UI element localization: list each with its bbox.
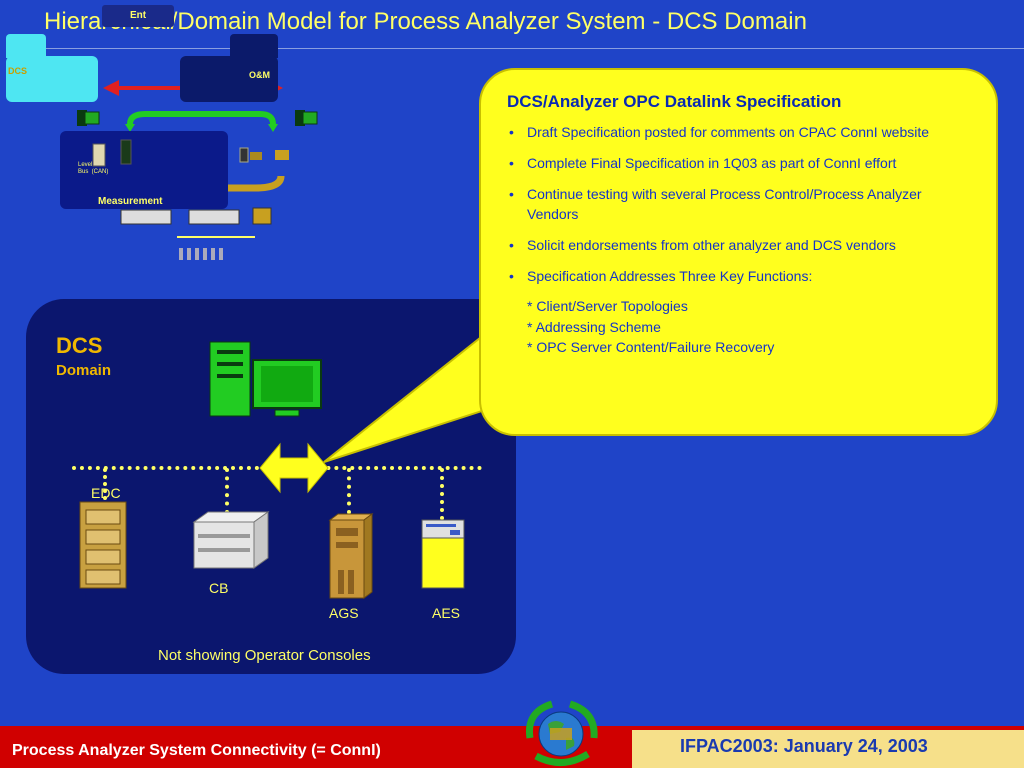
aes-drop xyxy=(440,468,444,520)
title-divider xyxy=(44,48,1024,49)
cb-server-icon xyxy=(192,511,270,569)
dcs-mini-box xyxy=(6,56,98,102)
callout-heading: DCS/Analyzer OPC Datalink Specification xyxy=(507,92,842,111)
green-link xyxy=(127,111,276,125)
cb-label: CB xyxy=(209,580,229,596)
domain-title: DCS xyxy=(56,333,103,358)
mini-equipment-icons xyxy=(77,110,318,260)
callout-bullet: Specification Addresses Three Key Functi… xyxy=(507,266,956,286)
callout-bullet: Continue testing with several Process Co… xyxy=(507,184,956,224)
footer-right-box xyxy=(632,730,1024,768)
edc-drop xyxy=(103,468,107,500)
computer-icon xyxy=(295,110,318,126)
aes-enclosure-icon xyxy=(421,519,465,589)
server-icon xyxy=(92,139,132,167)
workstation-icon xyxy=(209,341,322,417)
callout-bullet: Solicit endorsements from other analyzer… xyxy=(507,235,956,255)
callout-bullets: Draft Specification posted for comments … xyxy=(507,122,996,286)
ags-drop xyxy=(347,468,351,514)
globe-recycle-logo-icon xyxy=(525,700,598,766)
edc-cabinet-icon xyxy=(79,501,127,589)
ent-arrow-left xyxy=(103,80,119,96)
callout-sub-item: * OPC Server Content/Failure Recovery xyxy=(527,339,775,355)
aes-label: AES xyxy=(432,605,461,621)
domain-subtitle: Domain xyxy=(56,362,112,379)
footer-right-text: IFPAC2003: January 24, 2003 xyxy=(680,736,928,756)
om-mini-tab xyxy=(230,34,278,58)
specification-callout: DCS/Analyzer OPC Datalink Specification … xyxy=(479,68,998,436)
callout-bullet: Complete Final Specification in 1Q03 as … xyxy=(507,153,956,173)
rack-icon xyxy=(120,207,272,225)
operator-consoles-note: Not showing Operator Consoles xyxy=(158,647,371,664)
measurement-box xyxy=(60,131,228,209)
om-mini-box xyxy=(180,56,278,102)
measurement-label: Measurement xyxy=(98,196,163,207)
ags-tower-icon xyxy=(328,513,374,599)
printer-icon xyxy=(239,147,289,163)
datalink-double-arrow-icon xyxy=(259,442,329,494)
bus-icon xyxy=(177,236,255,260)
callout-sub-item: * Client/Server Topologies xyxy=(527,298,688,314)
ags-label: AGS xyxy=(329,605,359,621)
callout-bullet: Draft Specification posted for comments … xyxy=(507,122,956,142)
computer-icon xyxy=(77,110,100,126)
footer-left-text: Process Analyzer System Connectivity (= … xyxy=(12,742,381,759)
edc-label: EDC xyxy=(91,485,121,501)
om-mini-label: O&M xyxy=(249,70,270,80)
ent-box: Ent xyxy=(102,5,174,27)
dcs-mini-tab xyxy=(6,34,46,58)
callout-sub-item: * Addressing Scheme xyxy=(527,318,661,335)
cb-drop xyxy=(225,468,229,514)
dcs-mini-label: DCS xyxy=(8,66,28,76)
